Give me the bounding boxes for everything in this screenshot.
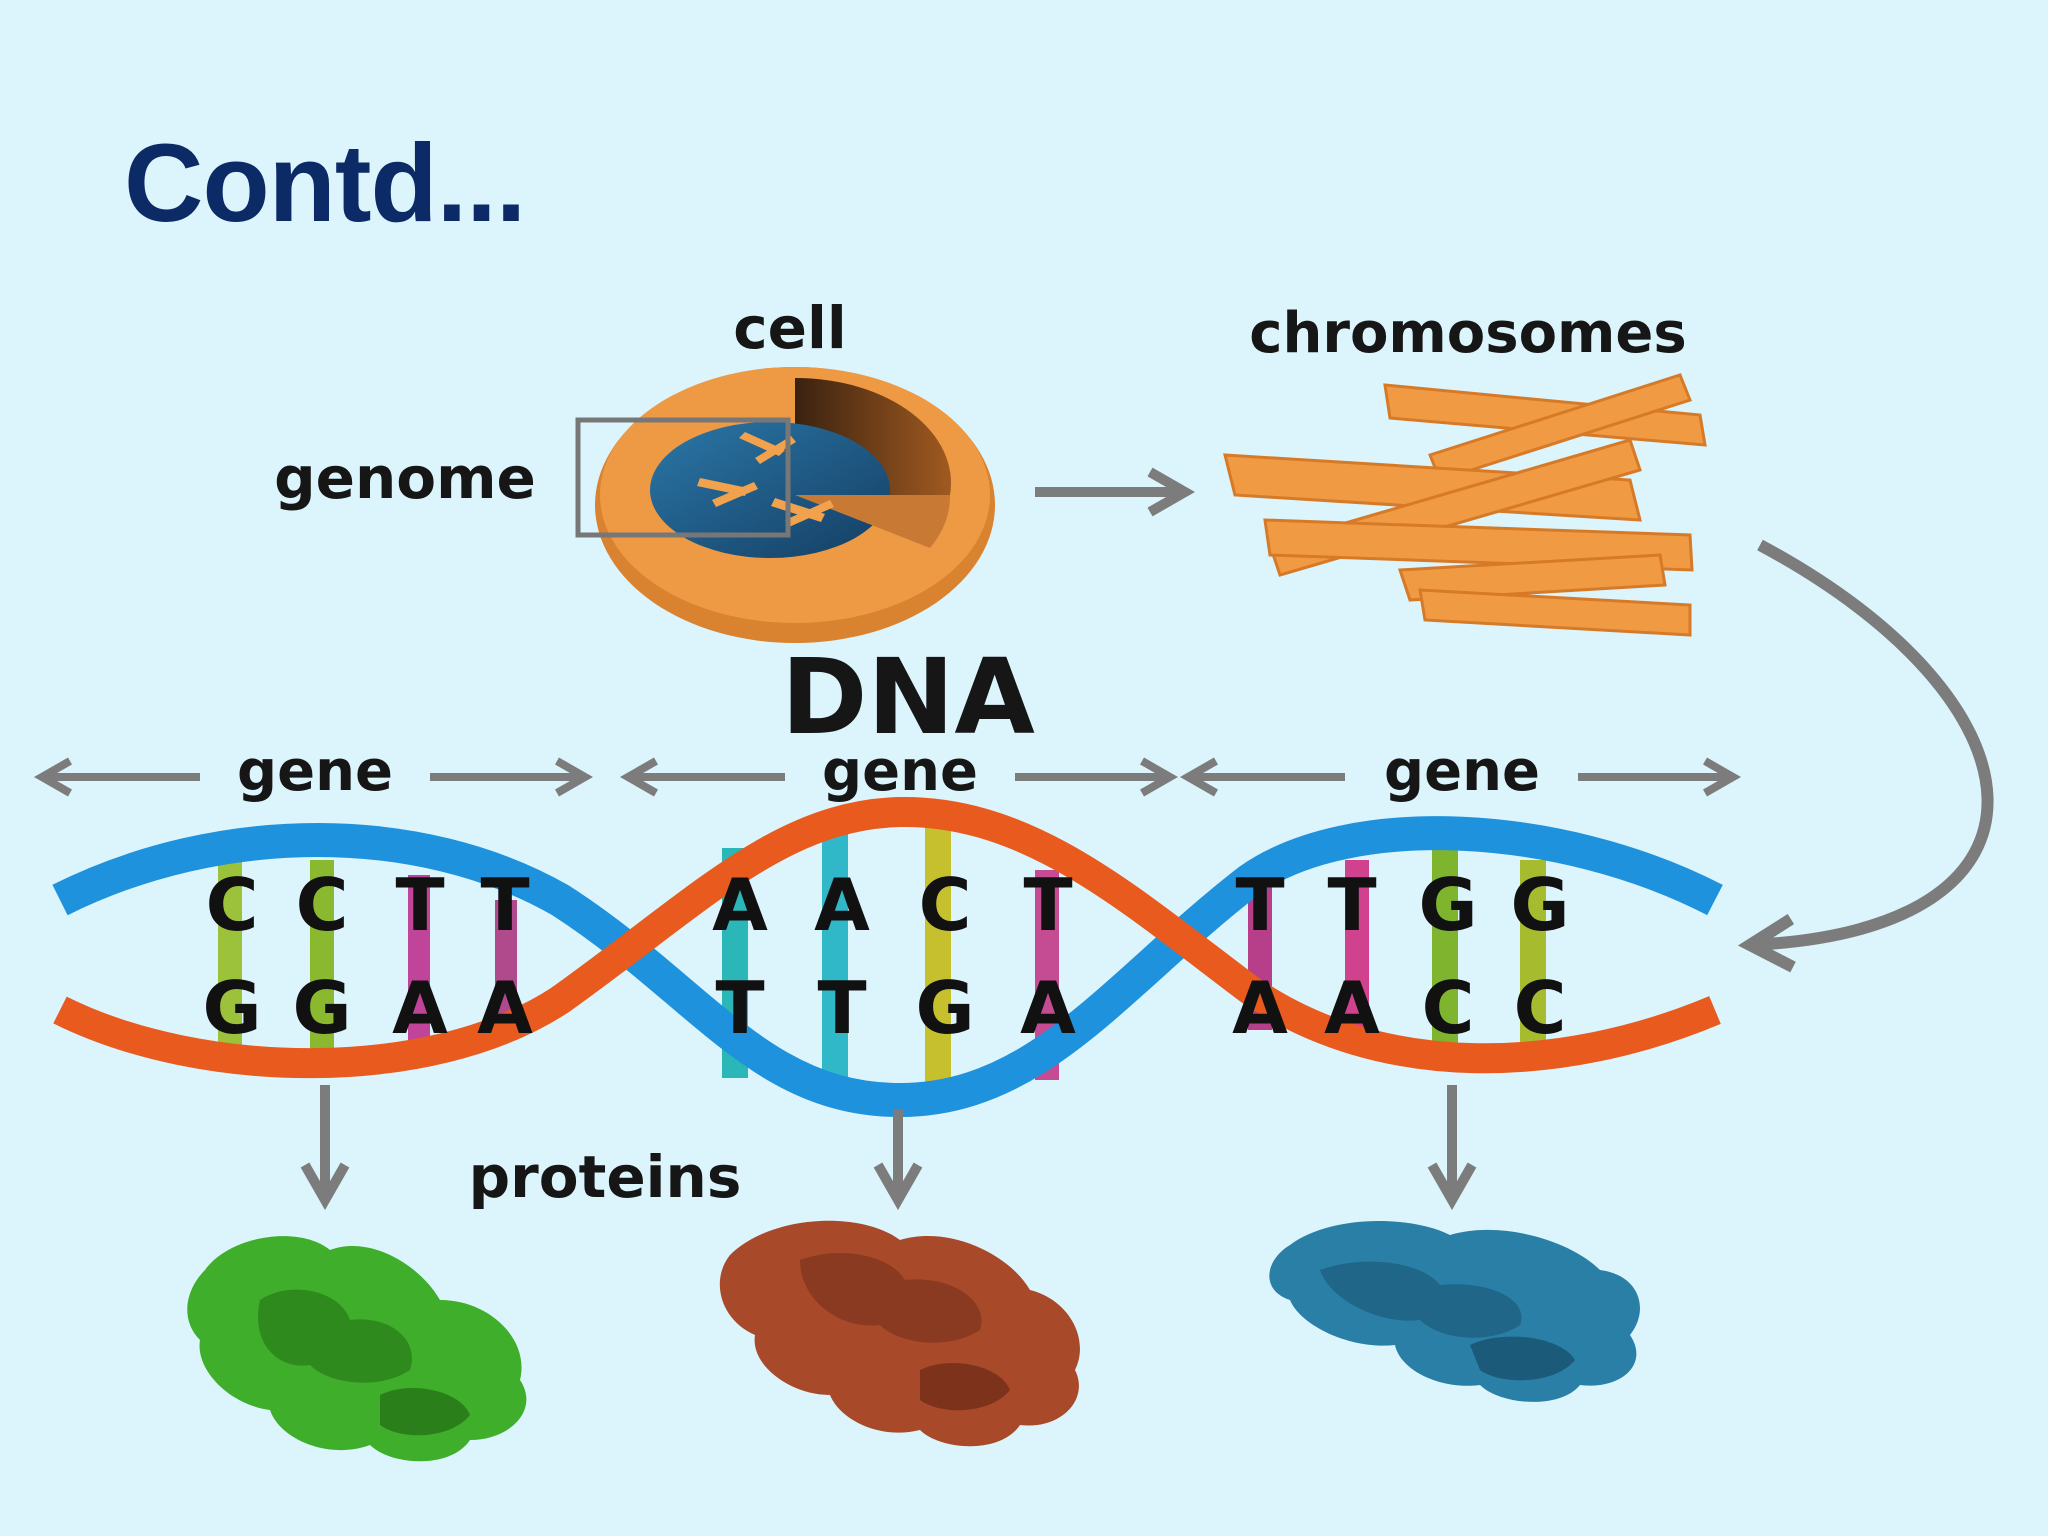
base-letter: C <box>919 863 972 947</box>
dna-label: DNA <box>781 636 1035 758</box>
base-letter: G <box>292 966 351 1050</box>
base-letter: T <box>1235 863 1284 947</box>
base-letters-top: C C T T A A C T T T G G <box>206 863 1570 947</box>
base-letter: T <box>395 863 444 947</box>
dna-strand-orange <box>53 796 1721 1079</box>
base-letter: A <box>1324 966 1380 1050</box>
base-letters-bottom: G G A A T T G A A A C C <box>202 966 1566 1050</box>
base-letter: G <box>915 966 974 1050</box>
chromosomes-illustration <box>1223 373 1707 637</box>
base-letter: C <box>296 863 349 947</box>
protein-brown <box>719 1220 1080 1447</box>
dna-strand-blue <box>52 816 1723 1118</box>
gene-to-protein-arrows <box>300 1085 1477 1211</box>
base-letter: C <box>206 863 259 947</box>
base-letter: T <box>480 863 529 947</box>
base-letter: G <box>1510 863 1569 947</box>
gene-label-2: gene <box>822 739 978 804</box>
base-letter: C <box>1514 966 1567 1050</box>
base-letter: A <box>814 863 870 947</box>
base-letter: A <box>477 966 533 1050</box>
slide-title: Contd... <box>124 122 526 245</box>
base-letter: T <box>1023 863 1072 947</box>
protein-green <box>187 1236 527 1462</box>
proteins-label: proteins <box>469 1143 742 1211</box>
base-letter: A <box>1020 966 1076 1050</box>
base-letter: A <box>1232 966 1288 1050</box>
base-letter: G <box>202 966 261 1050</box>
genome-label: genome <box>274 444 536 512</box>
dna-helix <box>52 796 1723 1118</box>
genome-box <box>575 417 791 538</box>
base-letter: T <box>817 966 866 1050</box>
base-letter: T <box>715 966 764 1050</box>
chromosomes-label: chromosomes <box>1249 301 1686 366</box>
protein-teal <box>1269 1221 1640 1402</box>
base-letter: A <box>712 863 768 947</box>
base-letter: C <box>1422 966 1475 1050</box>
cell-illustration <box>575 367 995 643</box>
gene-label-1: gene <box>237 739 393 804</box>
cell-label: cell <box>733 294 846 362</box>
base-letter: G <box>1418 863 1477 947</box>
base-letter: T <box>1327 863 1376 947</box>
gene-label-3: gene <box>1384 739 1540 804</box>
chromosomes-to-dna-arrow <box>1737 539 1994 973</box>
base-letter: A <box>392 966 448 1050</box>
